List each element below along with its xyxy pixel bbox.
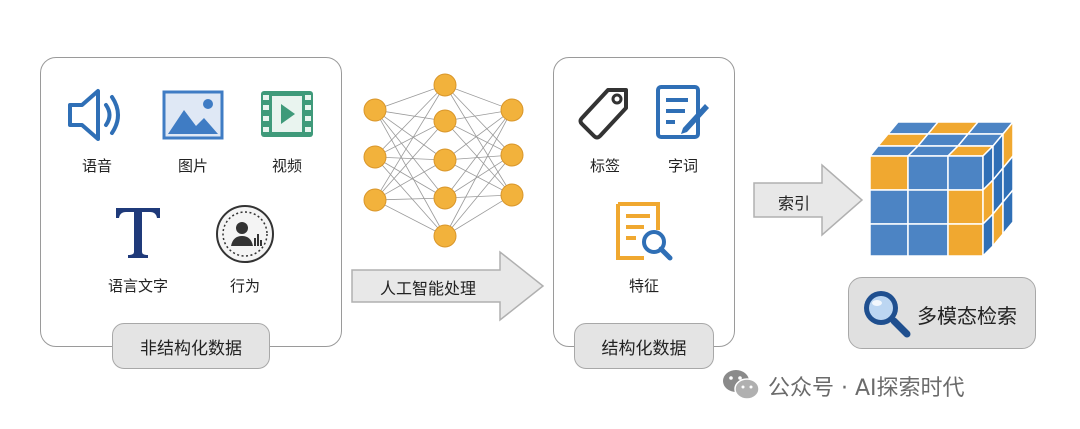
magnifier-icon bbox=[861, 288, 911, 338]
item-label-words: 字词 bbox=[667, 157, 698, 175]
multimodal-search-label: 多模态检索 bbox=[917, 304, 1017, 328]
item-label-video: 视频 bbox=[271, 157, 302, 175]
neural-network-diagram bbox=[355, 65, 530, 255]
speaker-icon bbox=[66, 87, 128, 143]
index-label: 索引 bbox=[778, 194, 811, 213]
text-icon bbox=[112, 204, 164, 260]
item-label-feature: 特征 bbox=[628, 277, 659, 295]
item-label-language-text: 语言文字 bbox=[107, 277, 168, 295]
picture-icon bbox=[162, 90, 224, 140]
ai-processing-label: 人工智能处理 bbox=[380, 279, 477, 298]
video-icon bbox=[260, 90, 314, 138]
item-label-tag: 标签 bbox=[589, 157, 620, 175]
item-label-voice: 语音 bbox=[81, 157, 112, 175]
multimodal-search-button[interactable]: 多模态检索 bbox=[848, 277, 1036, 349]
item-label-picture: 图片 bbox=[177, 157, 208, 175]
ai-processing-arrow bbox=[350, 250, 545, 322]
unstructured-caption: 非结构化数据 bbox=[112, 323, 270, 369]
data-cube-icon bbox=[868, 118, 1016, 258]
edit-document-icon bbox=[655, 84, 711, 142]
index-arrow bbox=[752, 163, 864, 237]
structured-caption: 结构化数据 bbox=[574, 323, 714, 369]
item-label-behavior: 行为 bbox=[229, 277, 260, 295]
watermark-text: 公众号 · AI探索时代 bbox=[768, 376, 965, 401]
feature-search-document-icon bbox=[614, 200, 674, 262]
wechat-icon bbox=[722, 368, 760, 402]
behavior-icon bbox=[215, 204, 275, 264]
tag-icon bbox=[578, 86, 632, 142]
